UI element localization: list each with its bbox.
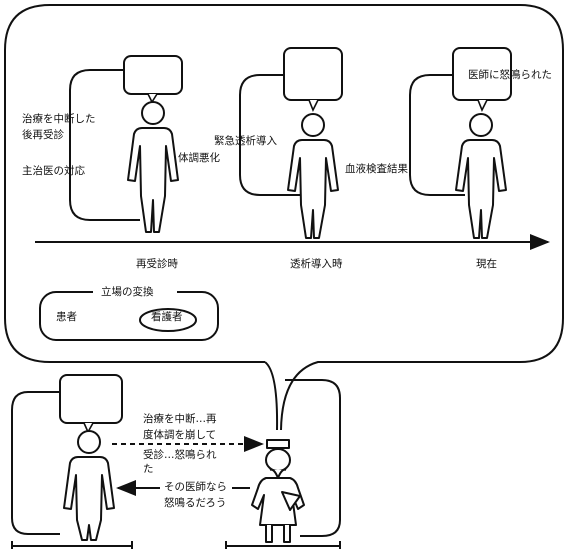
timeline-point-3: 現在 bbox=[476, 258, 497, 270]
patient-figure-lower bbox=[63, 430, 115, 541]
scene-3-speech: 医師に怒鳴られた bbox=[468, 69, 552, 81]
scene-1-context-line-2: 後再受診 bbox=[22, 129, 64, 141]
patient-figure-2 bbox=[287, 113, 339, 239]
observation-line-2: 度体調を崩して bbox=[143, 429, 217, 441]
role-change-title: 立場の変換 bbox=[101, 286, 154, 298]
scene-2-context-line-1: 緊急透析導入 bbox=[214, 135, 277, 147]
lower-speech-box bbox=[59, 374, 123, 424]
upper-panel-tail bbox=[264, 361, 279, 431]
inference-line-1: その医師なら bbox=[164, 481, 227, 493]
nurse-figure bbox=[251, 439, 305, 543]
observation-line-3: 受診…怒鳴られ bbox=[143, 449, 217, 461]
lower-panel-right-connector bbox=[285, 379, 341, 537]
patient-figure-1 bbox=[127, 101, 179, 233]
patient-figure-3 bbox=[455, 113, 507, 239]
scene-1-speech-box bbox=[123, 55, 183, 95]
inference-line-2: 怒鳴るだろう bbox=[164, 497, 227, 509]
scene-2-connector bbox=[239, 74, 305, 196]
role-change-from: 患者 bbox=[56, 311, 77, 323]
observation-line-4: た bbox=[143, 463, 154, 475]
observation-line-1: 治療を中断…再 bbox=[143, 413, 217, 425]
nurse-role-ellipse bbox=[139, 308, 197, 332]
scene-3-connector bbox=[409, 74, 465, 196]
scene-1-context-line-1: 治療を中断した bbox=[22, 113, 96, 125]
scene-2-feeling: 血液検査結果 bbox=[345, 163, 408, 175]
lower-panel-left-connector bbox=[11, 391, 60, 535]
scene-1-context-line-3: 主治医の対応 bbox=[22, 165, 85, 177]
timeline-point-2: 透析導入時 bbox=[290, 258, 343, 270]
upper-panel-border bbox=[4, 4, 564, 431]
scene-1-feeling: 体調悪化 bbox=[178, 152, 220, 164]
scene-2-speech-box bbox=[283, 47, 343, 101]
scene-1-connector bbox=[69, 69, 140, 221]
timeline-point-1: 再受診時 bbox=[136, 258, 178, 270]
role-change-to: 看護者 bbox=[151, 311, 183, 323]
